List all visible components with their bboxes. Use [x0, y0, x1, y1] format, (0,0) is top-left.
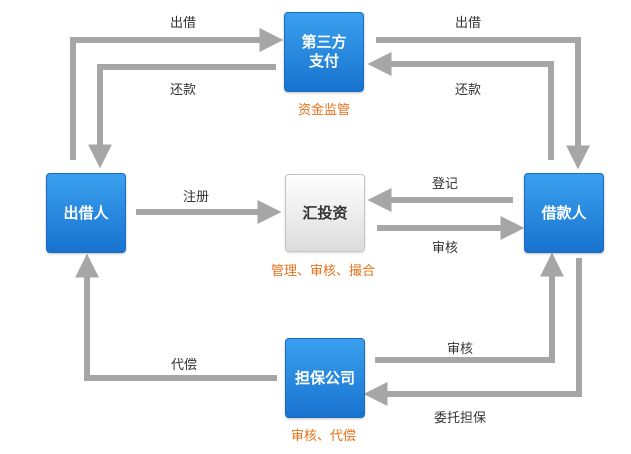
arrow-guarantor-to-borrower: [375, 252, 564, 363]
node-lender: 出借人: [46, 173, 126, 253]
arrow-thirdparty-to-lender: [88, 64, 276, 169]
arrow-borrower-to-guarantor: [363, 258, 582, 406]
label-borrower-register: 登记: [432, 177, 459, 192]
label-guarantor-review: 审核: [447, 342, 474, 357]
label-compensate: 代偿: [171, 358, 198, 373]
node-third-party-payment: 第三方 支付: [284, 12, 364, 92]
arrow-lender-to-thirdparty: [70, 28, 284, 160]
arrow-thirdparty-to-borrower: [376, 37, 590, 170]
arrow-borrower-to-thirdparty: [367, 52, 554, 160]
node-guarantor: 担保公司: [285, 338, 365, 418]
label-platform-review: 审核: [432, 241, 459, 256]
label-entrust-guarantee: 委托担保: [434, 411, 487, 426]
label-borrower-lend: 出借: [455, 16, 482, 31]
subtitle-platform: 管理、审核、撮合: [271, 264, 376, 279]
node-borrower: 借款人: [524, 173, 604, 253]
label-lender-lend: 出借: [170, 16, 197, 31]
node-platform: 汇投资: [285, 174, 365, 252]
arrow-guarantor-to-lender: [75, 253, 277, 381]
label-register: 注册: [183, 190, 210, 205]
subtitle-third-party: 资金监管: [298, 103, 351, 118]
label-borrower-repay: 还款: [455, 83, 482, 98]
subtitle-guarantor: 审核、代偿: [291, 429, 357, 444]
label-lender-repay: 还款: [170, 83, 197, 98]
